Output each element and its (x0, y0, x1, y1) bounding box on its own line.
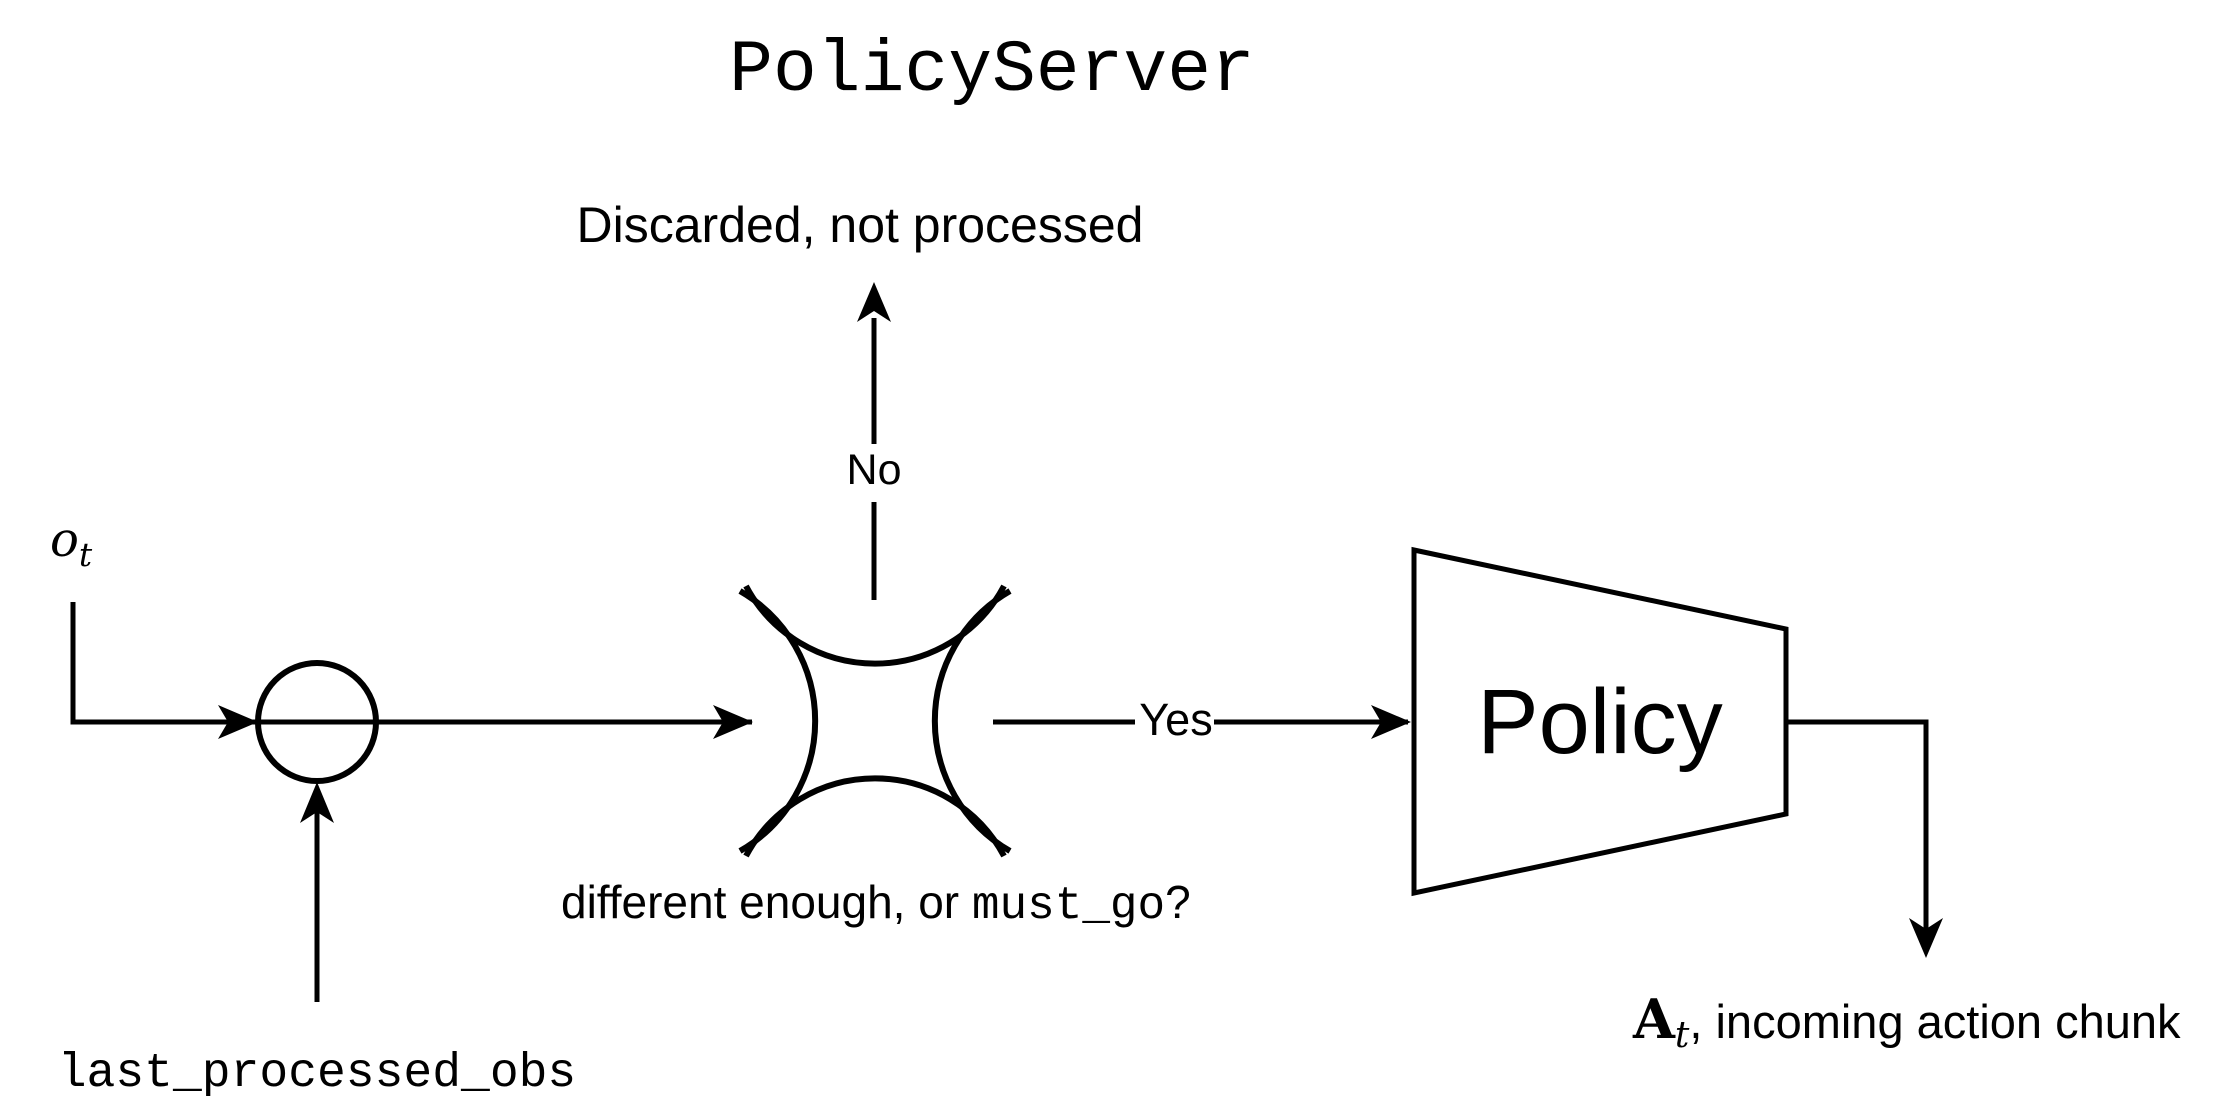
observation-flow-line (70, 602, 752, 725)
no-label: No (847, 446, 902, 494)
last-obs-arrow-head-icon (300, 782, 334, 823)
yes-label: Yes (1139, 694, 1212, 745)
page-title: PolicyServer (729, 29, 1255, 112)
yes-arrow-head-icon (1371, 705, 1411, 739)
decision-star-top-arc (743, 584, 1007, 667)
observation-arrow-head-icon (218, 705, 258, 739)
condition-suffix: ? (1165, 876, 1191, 928)
action-subscript: t (1675, 1015, 1690, 1056)
action-output-line (1786, 719, 1929, 950)
condition-prefix: different enough, or (561, 876, 972, 928)
observation-flow-arrow (70, 602, 753, 739)
action-output-arrow (1786, 719, 1943, 958)
decision-star-bottom-arc (743, 775, 1007, 858)
observation-label: ot (50, 512, 93, 574)
last-obs-arrow (300, 782, 334, 1002)
comparison-circle (255, 660, 379, 784)
observation-symbol: o (50, 512, 79, 568)
policy-trapezoid (1411, 546, 1789, 897)
condition-label: different enough, or must_go? (561, 876, 1191, 932)
last-processed-obs-label: last_processed_obs (58, 1047, 576, 1101)
observation-subscript: t (79, 535, 93, 574)
discard-arrow (857, 282, 891, 600)
star-input-arrow-head-icon (713, 705, 753, 739)
policy-label: Policy (1477, 671, 1722, 773)
action-output-arrow-head-icon (1909, 918, 1943, 958)
decision-star-left-arc (738, 588, 819, 854)
decision-star (738, 584, 1012, 858)
condition-code: must_go (972, 880, 1165, 932)
action-description: , incoming action chunk (1689, 995, 2181, 1048)
action-chunk-label: At, incoming action chunk (1632, 987, 2181, 1056)
discard-arrow-head-icon (857, 282, 891, 322)
discarded-label: Discarded, not processed (577, 197, 1144, 253)
yes-arrow (993, 705, 1411, 739)
decision-star-right-arc (931, 588, 1012, 854)
action-symbol: A (1632, 987, 1676, 1051)
